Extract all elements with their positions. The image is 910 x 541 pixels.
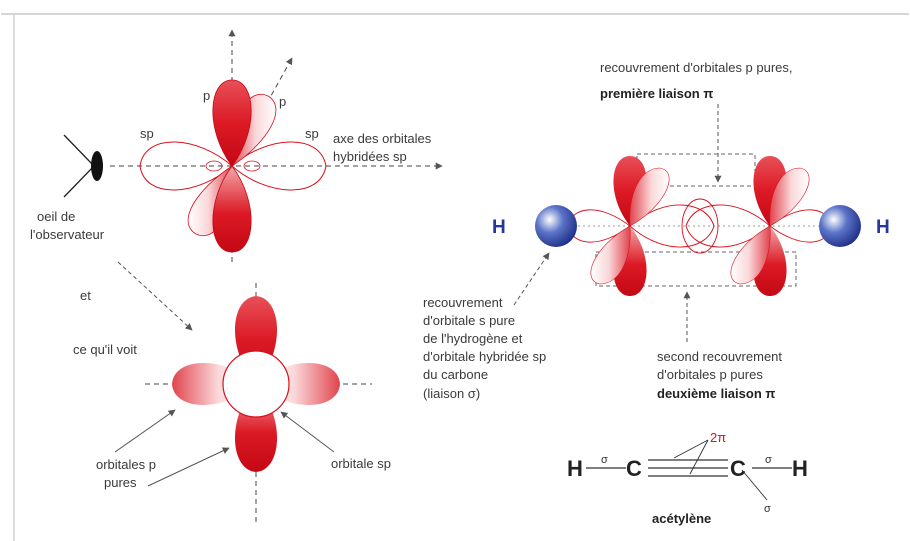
pure-p-arrow-2 (147, 447, 230, 487)
sigma-caption-line2: d'orbitale s pure (423, 313, 515, 328)
acetylene-molecule (535, 153, 861, 296)
carbon-sp-orbitals: p p sp sp axe des orbitales hybridées sp (110, 29, 443, 262)
second-pi-line1: second recouvrement (657, 349, 782, 364)
pure-p-arrow-1 (114, 409, 176, 453)
sigma-caption-line6: (liaison σ) (423, 386, 480, 401)
formula-pi-pointer-2 (689, 439, 709, 475)
sp-small-lobe-right (243, 160, 261, 172)
formula-2pi-label: 2π (710, 430, 726, 445)
sp-lobe-right (231, 141, 327, 191)
pure-p-label-line2: pures (104, 475, 137, 490)
hydrogen-atom-left (535, 205, 577, 247)
sp-orbital-label: orbitale sp (331, 456, 391, 471)
pure-p-label-line1: orbitales p (96, 457, 156, 472)
h-atom-label-right: H (876, 217, 890, 238)
sp-small-lobe-left (205, 160, 223, 172)
sigma-caption-line3: de l'hydrogène et (423, 331, 523, 346)
formula-sigma-pointer (741, 469, 768, 501)
h-atom-label-left: H (492, 217, 506, 238)
p-orbital-vertical-upper (212, 79, 252, 167)
label-axis-line1: axe des orbitales (333, 131, 432, 146)
label-sp-right: sp (305, 126, 319, 141)
right-carbon-p-tilted-lower (730, 225, 771, 285)
second-pi-line2: d'orbitales p pures (657, 367, 763, 382)
sigma-overlap-caption: recouvrement d'orbitale s pure de l'hydr… (423, 295, 546, 401)
eye-lids (63, 134, 95, 198)
sigma-overlap-arrow (513, 252, 550, 306)
sp-lobe-left (139, 141, 233, 191)
p-orbital-vertical-lower (212, 165, 252, 253)
acetylene-formula: H σ C C σ H 2π σ acétylène (567, 430, 808, 526)
observer-label-line2: l'observateur (30, 227, 105, 242)
observer-label-line1: oeil de (37, 209, 75, 224)
label-sp-left: sp (140, 126, 154, 141)
sp-outline-mid-left (629, 204, 715, 248)
sigma-cc-overlap (681, 198, 719, 254)
formula-h-right: H (792, 456, 808, 481)
hydrogen-atom-right (819, 205, 861, 247)
sigma-caption-line5: du carbone (423, 367, 488, 382)
second-pi-line3: deuxième liaison π (657, 386, 775, 401)
first-pi-label-line1: recouvrement d'orbitales p pures, (600, 60, 793, 75)
formula-sigma-right: σ (765, 454, 772, 466)
sees-label: ce qu'il voit (73, 342, 137, 357)
first-pi-label-line2: première liaison π (600, 86, 713, 101)
left-carbon-p-tilted-upper (629, 167, 670, 227)
sigma-caption-line4: d'orbitale hybridée sp (423, 349, 546, 364)
formula-h-left: H (567, 456, 583, 481)
right-carbon-p-tilted-upper (769, 167, 810, 227)
formula-pi-pointer-1 (673, 439, 709, 459)
end-on-view (145, 283, 372, 522)
observer-arrow (117, 261, 193, 331)
formula-sigma-left: σ (601, 454, 608, 466)
sp-outline-mid-right (685, 204, 771, 248)
label-axis-line2: hybridées sp (333, 149, 407, 164)
left-carbon-p-tilted-lower (590, 225, 631, 285)
sp-orbital-arrow (280, 411, 335, 453)
formula-sigma-bottom: σ (764, 503, 771, 515)
label-p-vertical: p (203, 88, 210, 103)
sigma-caption-line1: recouvrement (423, 295, 503, 310)
observer-eye (63, 134, 103, 198)
and-label: et (80, 288, 91, 303)
end-view-sp-circle (222, 350, 290, 418)
label-p-tilted: p (279, 94, 286, 109)
formula-name: acétylène (652, 511, 711, 526)
formula-c-right: C (730, 456, 746, 481)
formula-c-left: C (626, 456, 642, 481)
eye-pupil (91, 151, 103, 181)
